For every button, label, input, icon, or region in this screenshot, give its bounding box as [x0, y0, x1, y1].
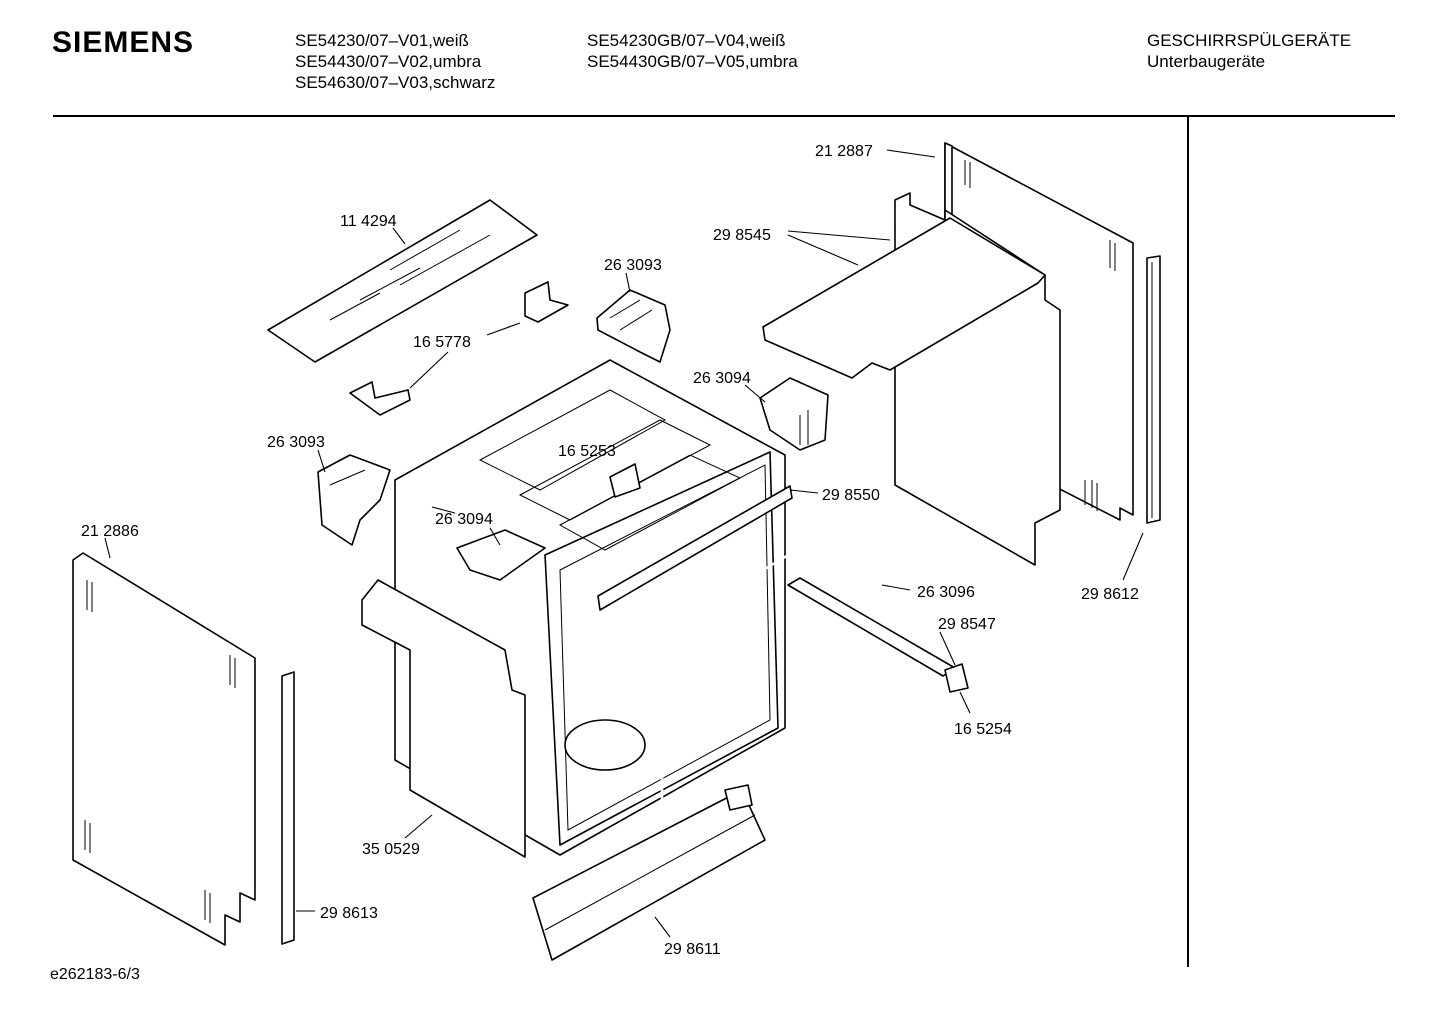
brand-logo: SIEMENS: [52, 26, 195, 59]
door-seal: [660, 509, 882, 892]
drawing-code: e262183-6/3: [50, 966, 140, 983]
part-label: 21 2887: [815, 143, 873, 160]
cover-shell: [762, 192, 1086, 566]
part-label: 26 3094: [693, 370, 751, 387]
side-panel-left: [72, 552, 256, 946]
base-profile: [532, 784, 766, 961]
part-label: 29 8547: [938, 616, 996, 633]
part-label: 16 5254: [954, 721, 1012, 738]
category-subtitle: Unterbaugeräte: [1147, 52, 1266, 71]
part-label: 26 3093: [267, 434, 325, 451]
category-title: GESCHIRRSPÜLGERÄTE: [1147, 31, 1352, 50]
model-line: SE54630/07–V03,schwarz: [295, 73, 496, 92]
part-label: 21 2886: [81, 523, 139, 540]
hinge-block-left: [317, 454, 391, 546]
model-line: SE54430/07–V02,umbra: [295, 52, 482, 71]
part-label: 11 4294: [340, 213, 397, 230]
header-divider: [53, 115, 1395, 117]
part-label: 26 3096: [917, 584, 975, 601]
product-category: GESCHIRRSPÜLGERÄTE Unterbaugeräte: [1147, 30, 1351, 72]
part-label: 29 8613: [320, 905, 378, 922]
part-label: 29 8545: [713, 227, 771, 244]
strip-left: [281, 671, 295, 945]
model-line: SE54230/07–V01,weiß: [295, 31, 469, 50]
part-label: 16 5778: [413, 334, 471, 351]
model-list-gb: SE54230GB/07–V04,weiß SE54430GB/07–V05,u…: [587, 30, 798, 72]
spray-tube: [787, 577, 969, 693]
strip-right: [1146, 255, 1161, 524]
part-label: 29 8611: [664, 941, 721, 958]
hinge-block-top: [596, 289, 671, 363]
tub-shield-front: [361, 529, 546, 858]
part-label: 29 8612: [1081, 586, 1139, 603]
part-label: 16 5253: [558, 443, 616, 460]
side-divider: [1187, 117, 1189, 967]
model-line: SE54230GB/07–V04,weiß: [587, 31, 786, 50]
leader-lines: [104, 149, 1144, 938]
model-list-primary: SE54230/07–V01,weiß SE54430/07–V02,umbra…: [295, 30, 495, 93]
part-labels: 21 2887 11 4294 29 8545 26 3093 16 5778 …: [81, 143, 1139, 958]
model-line: SE54430GB/07–V05,umbra: [587, 52, 798, 71]
insulation-sheet: [267, 199, 538, 363]
hinge-cover: [759, 377, 829, 451]
part-label: 26 3093: [604, 257, 662, 274]
part-label: 35 0529: [362, 841, 420, 858]
part-label: 29 8550: [822, 487, 880, 504]
mounting-bracket: [349, 281, 569, 416]
part-label: 26 3094: [435, 511, 493, 528]
